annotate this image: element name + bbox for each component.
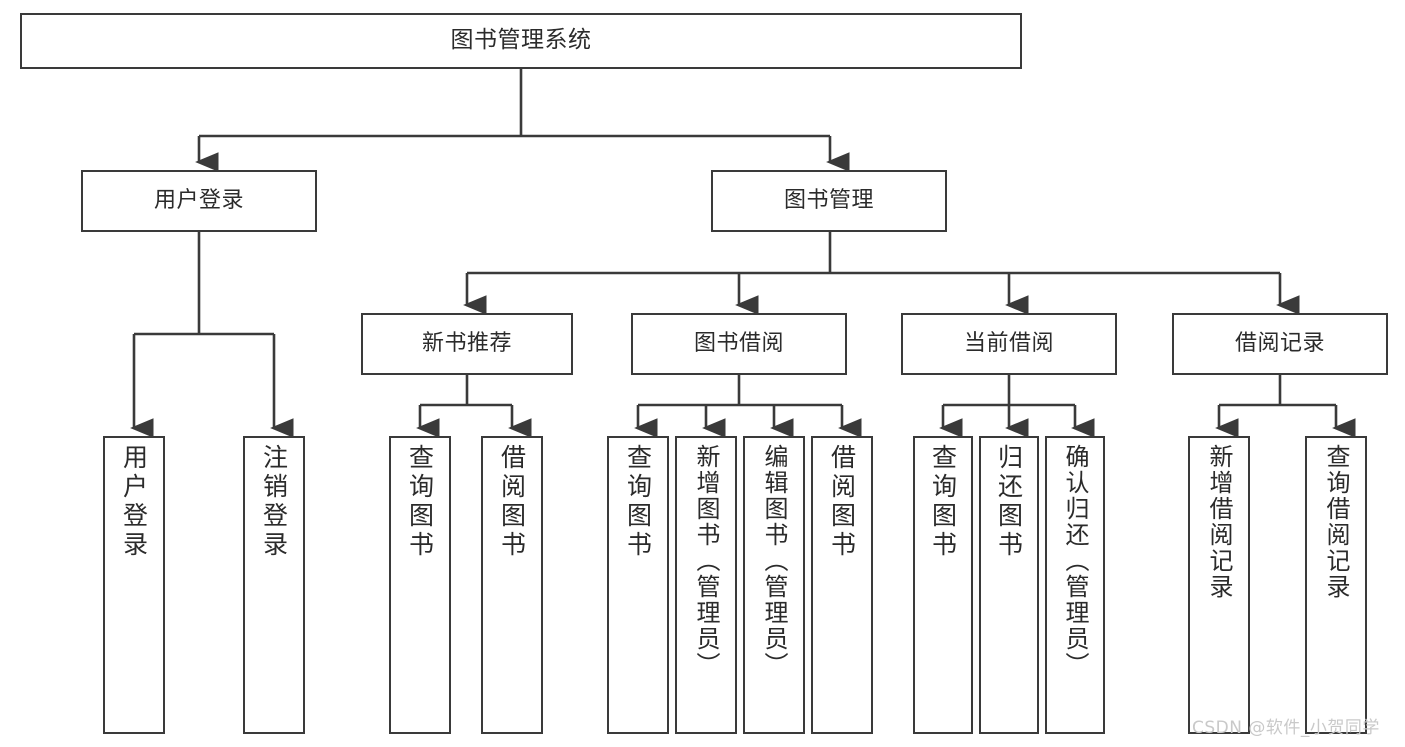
node-leaf-add-book[interactable]: 新增图书（管理员） <box>675 436 737 734</box>
node-label: 新书推荐 <box>421 331 512 357</box>
node-leaf-borrow-book-2[interactable]: 借阅图书 <box>811 436 873 734</box>
node-user-login[interactable]: 用户登录 <box>81 170 317 232</box>
node-leaf-user-logout[interactable]: 注销登录 <box>243 436 305 734</box>
node-label: 借阅图书 <box>827 444 857 560</box>
node-label: 查询图书 <box>928 444 958 560</box>
node-label: 查询图书 <box>623 444 653 560</box>
node-label: 新增借阅记录 <box>1205 444 1233 600</box>
node-book-manage[interactable]: 图书管理 <box>711 170 947 232</box>
node-label: 归还图书 <box>994 444 1024 560</box>
node-label: 用户登录 <box>119 444 149 560</box>
node-leaf-borrow-book-1[interactable]: 借阅图书 <box>481 436 543 734</box>
node-label: 编辑图书（管理员） <box>760 444 788 678</box>
node-leaf-add-borrow-record[interactable]: 新增借阅记录 <box>1188 436 1250 734</box>
node-label: 注销登录 <box>259 444 289 560</box>
node-book-borrow[interactable]: 图书借阅 <box>631 313 847 375</box>
node-leaf-confirm-return[interactable]: 确认归还（管理员） <box>1045 436 1105 734</box>
node-borrow-record[interactable]: 借阅记录 <box>1172 313 1388 375</box>
node-leaf-return-book[interactable]: 归还图书 <box>979 436 1039 734</box>
node-label: 借阅图书 <box>497 444 527 560</box>
node-label: 图书管理系统 <box>450 27 592 54</box>
node-label: 图书借阅 <box>693 331 784 357</box>
node-leaf-query-book-3[interactable]: 查询图书 <box>913 436 973 734</box>
node-leaf-query-book-2[interactable]: 查询图书 <box>607 436 669 734</box>
node-root-system[interactable]: 图书管理系统 <box>20 13 1022 69</box>
node-leaf-edit-book[interactable]: 编辑图书（管理员） <box>743 436 805 734</box>
node-label: 查询借阅记录 <box>1322 444 1350 600</box>
node-leaf-query-book-1[interactable]: 查询图书 <box>389 436 451 734</box>
node-label: 用户登录 <box>153 188 244 214</box>
csdn-watermark: CSDN @软件_小贺同学 <box>1192 718 1380 738</box>
node-current-borrow[interactable]: 当前借阅 <box>901 313 1117 375</box>
node-label: 查询图书 <box>405 444 435 560</box>
node-leaf-user-login[interactable]: 用户登录 <box>103 436 165 734</box>
node-label: 当前借阅 <box>963 331 1054 357</box>
node-label: 图书管理 <box>783 188 874 214</box>
node-new-book-recommend[interactable]: 新书推荐 <box>361 313 573 375</box>
node-leaf-query-borrow-record[interactable]: 查询借阅记录 <box>1305 436 1367 734</box>
node-label: 借阅记录 <box>1234 331 1325 357</box>
node-label: 确认归还（管理员） <box>1061 444 1089 678</box>
node-label: 新增图书（管理员） <box>692 444 720 678</box>
